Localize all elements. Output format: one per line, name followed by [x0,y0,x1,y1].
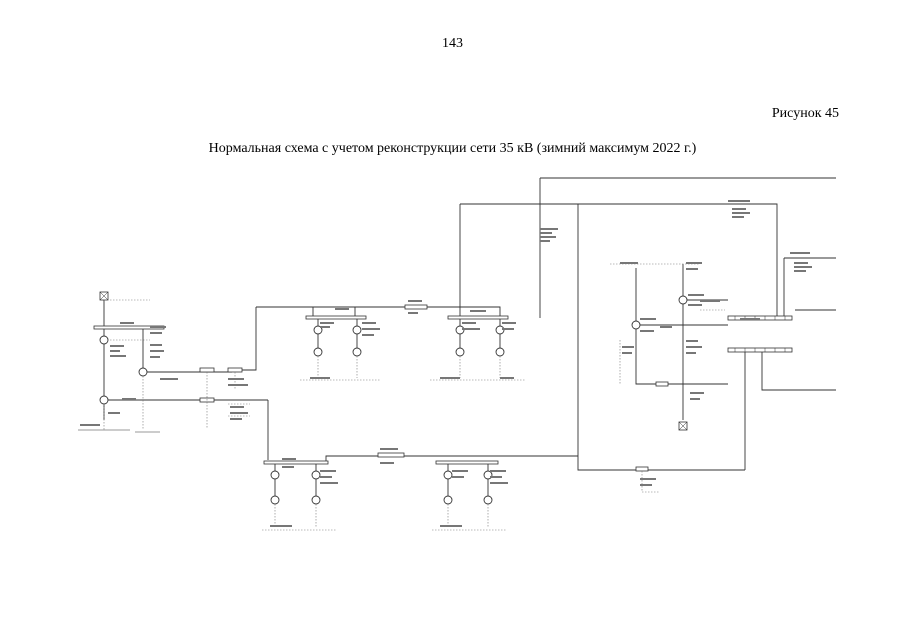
upper-row-stations [300,304,525,381]
figure-label: Рисунок 45 [771,106,839,121]
right-substation [610,263,793,493]
figure-title: Нормальная схема с учетом реконструкции … [208,141,697,156]
mid-nodes [199,367,250,428]
left-substation [78,291,165,433]
lower-row-stations [262,452,506,531]
annotation-marks [80,200,812,527]
page-number: 143 [442,36,463,51]
backbone-lines [105,177,836,471]
